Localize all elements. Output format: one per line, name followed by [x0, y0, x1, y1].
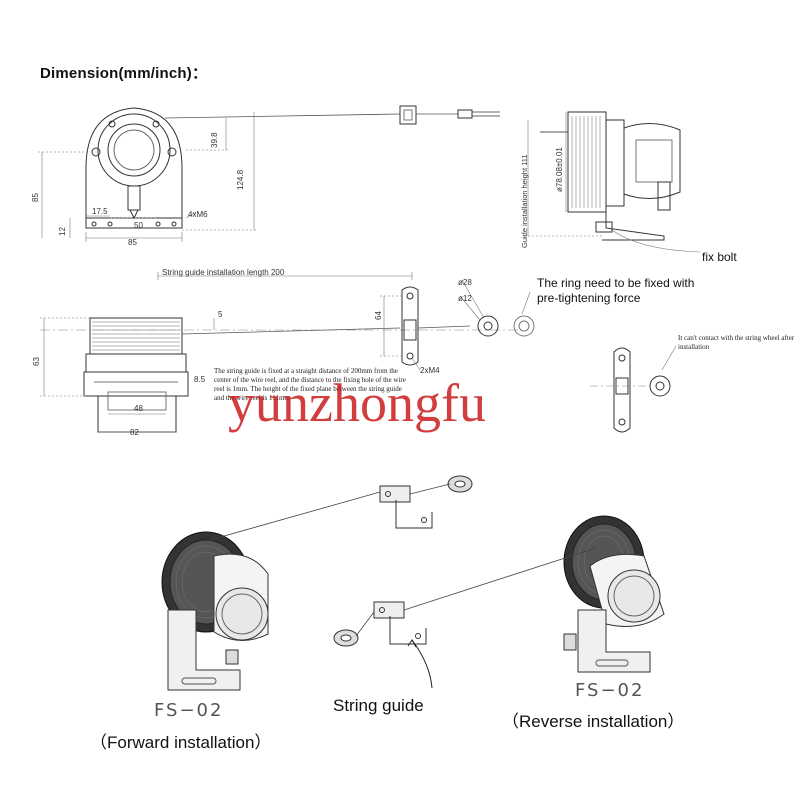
string-guide-illustration [333, 475, 473, 689]
guide-detail-drawing [590, 345, 677, 433]
contact-note: It can't contact with the string wheel a… [678, 334, 795, 351]
reverse-installation-label: （Reverse installation） [502, 712, 685, 731]
ring-note: The ring need to be fixed with pre-tight… [537, 276, 695, 305]
string-guide-label: String guide [333, 696, 424, 715]
side-view-drawing [524, 111, 701, 253]
dim-63: 63 [32, 357, 41, 366]
reverse-model-label: FS−02 [575, 680, 645, 701]
dim-48: 48 [134, 404, 143, 413]
dim-12: 12 [58, 227, 67, 236]
dim-guide-height: Guide installation height 111 [520, 154, 529, 248]
guide-install-note: The string guide is fixed at a straight … [214, 367, 406, 402]
dim-guide-length: String guide installation length 200 [162, 268, 285, 277]
dim-17-5: 17.5 [92, 207, 108, 216]
dim-82: 82 [130, 428, 139, 437]
dim-124-8: 124.8 [236, 169, 245, 190]
forward-installation-label: （Forward installation） [90, 733, 272, 752]
watermark: yunzhongfu [228, 373, 486, 433]
fix-bolt-note: fix bolt [702, 250, 737, 264]
dim-5: 5 [218, 310, 223, 319]
dim-diameter-12: ø12 [458, 294, 472, 303]
dim-2xm4: 2xM4 [420, 366, 440, 375]
dim-diameter-28: ø28 [458, 278, 472, 287]
dim-8-5: 8.5 [194, 375, 206, 384]
dim-39-8: 39.8 [210, 132, 219, 148]
dim-85-bottom: 85 [128, 238, 137, 247]
reverse-installation-illustration [563, 515, 665, 673]
strings [209, 483, 597, 637]
dim-diameter-78: ø78.08±0.01 [555, 147, 564, 192]
forward-installation-illustration [161, 531, 269, 691]
dim-85-left: 85 [31, 193, 40, 202]
dim-64: 64 [374, 311, 383, 320]
dim-4xm6: 4xM6 [188, 210, 208, 219]
forward-model-label: FS−02 [154, 700, 224, 721]
top-view-drawing [40, 272, 535, 433]
dimension-heading: Dimension(mm/inch)： [40, 65, 208, 82]
front-view-drawing [38, 105, 500, 242]
dim-50: 50 [134, 221, 143, 230]
